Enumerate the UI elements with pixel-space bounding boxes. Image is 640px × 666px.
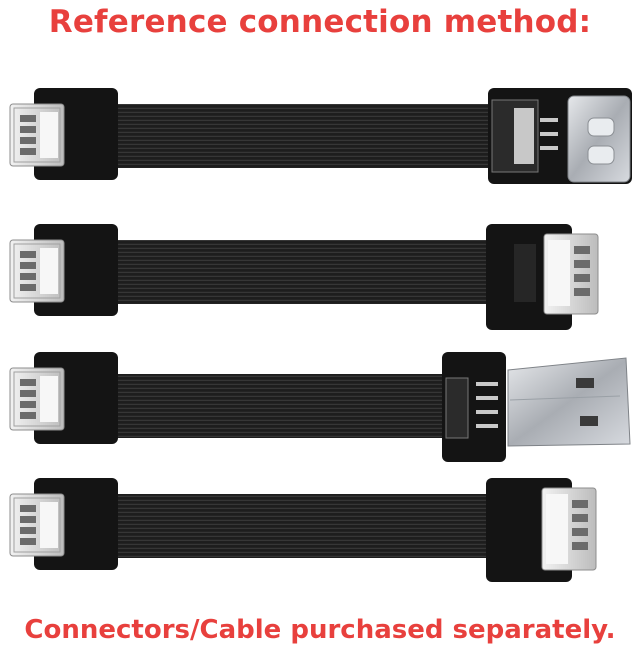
cable-row-1 [9,87,632,184]
cable-row-2 [9,223,599,330]
cable-row-4 [9,477,597,582]
page-title: Reference connection method: [48,4,592,40]
footer-note: Connectors/Cable purchased separately. [24,615,616,645]
cable-row-3 [9,351,631,462]
